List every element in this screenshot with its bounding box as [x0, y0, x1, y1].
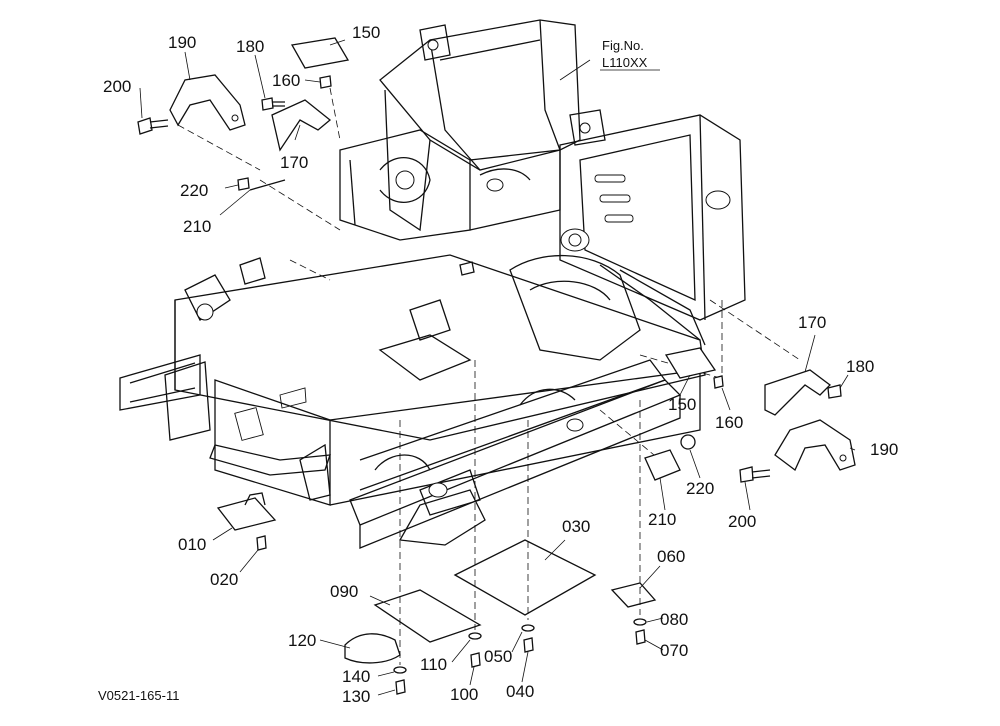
figure-code: V0521-165-11 — [98, 688, 179, 703]
part-label-160-top: 160 — [272, 71, 300, 90]
part-label-140: 140 — [342, 667, 370, 686]
part-label-100: 100 — [450, 685, 478, 704]
leader-lines — [139, 39, 856, 696]
part-label-200-right: 200 — [728, 512, 756, 531]
part-label-170-right: 170 — [798, 313, 826, 332]
part-label-030: 030 — [562, 517, 590, 536]
part-label-150-right: 150 — [668, 395, 696, 414]
part-label-190-left: 190 — [168, 33, 196, 52]
part-label-220-left: 220 — [180, 181, 208, 200]
part-label-180-left: 180 — [236, 37, 264, 56]
assembly-lines — [177, 87, 723, 665]
part-label-130: 130 — [342, 687, 370, 706]
part-label-210-right: 210 — [648, 510, 676, 529]
figure-reference: Fig.No. L110XX V0521-165-11 — [98, 38, 648, 703]
part-label-120: 120 — [288, 631, 316, 650]
part-label-210-left: 210 — [183, 217, 211, 236]
part-labels: 190 200 180 150 160 170 220 210 170 180 … — [103, 23, 898, 706]
part-label-200-left: 200 — [103, 77, 131, 96]
part-label-080: 080 — [660, 610, 688, 629]
part-label-050: 050 — [484, 647, 512, 666]
part-label-180-right: 180 — [846, 357, 874, 376]
part-label-020: 020 — [210, 570, 238, 589]
part-label-110: 110 — [420, 655, 447, 674]
part-label-090: 090 — [330, 582, 358, 601]
part-label-190-right: 190 — [870, 440, 898, 459]
exploded-parts — [137, 37, 856, 695]
fig-no-value: L110XX — [602, 55, 648, 70]
part-label-040: 040 — [506, 682, 534, 701]
part-label-220-right: 220 — [686, 479, 714, 498]
part-label-170-left: 170 — [280, 153, 308, 172]
part-label-070: 070 — [660, 641, 688, 660]
part-label-010: 010 — [178, 535, 206, 554]
part-label-060: 060 — [657, 547, 685, 566]
part-label-160-right: 160 — [715, 413, 743, 432]
fig-no-label: Fig.No. — [602, 38, 644, 53]
part-label-150-top: 150 — [352, 23, 380, 42]
